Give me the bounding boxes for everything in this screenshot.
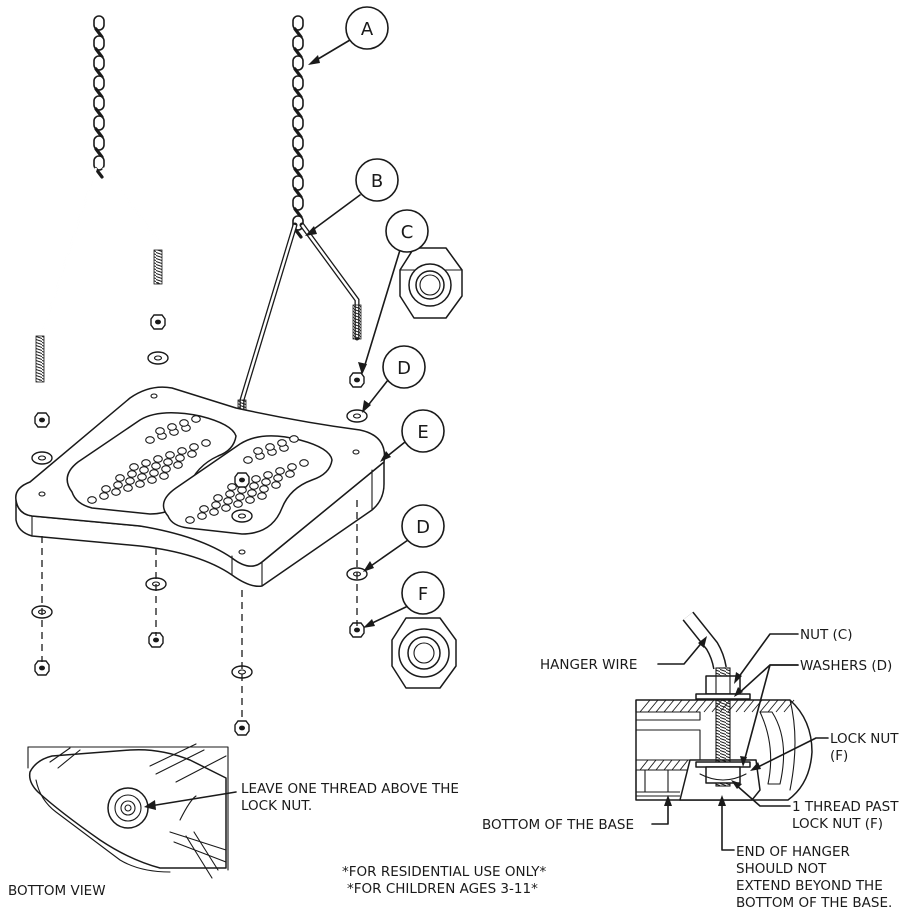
bottom-view-title: BOTTOM VIEW — [8, 883, 106, 899]
bottom-view-inset: LEAVE ONE THREAD ABOVE THE LOCK NUT. BOT… — [8, 743, 459, 899]
label-end-hanger-2: SHOULD NOT — [736, 861, 827, 877]
svg-text:A: A — [361, 19, 374, 40]
svg-text:E: E — [417, 422, 428, 443]
callout-e: E — [380, 409, 445, 462]
usage-note-ages: *FOR CHILDREN AGES 3-11* — [347, 881, 538, 897]
svg-text:D: D — [397, 358, 411, 379]
hardware-exploded — [31, 314, 368, 736]
callout-b: B — [305, 158, 399, 236]
callout-a: A — [308, 6, 389, 65]
hanger-wire-right — [237, 222, 362, 437]
chain-right — [292, 15, 304, 239]
bottom-view-note-line2: LOCK NUT. — [241, 798, 312, 814]
callout-d-top: D — [362, 345, 426, 413]
label-washers-d: WASHERS (D) — [800, 658, 892, 674]
usage-notes: *FOR RESIDENTIAL USE ONLY* *FOR CHILDREN… — [342, 864, 547, 897]
label-hanger-wire: HANGER WIRE — [540, 657, 637, 673]
label-end-hanger-1: END OF HANGER — [736, 844, 850, 860]
svg-text:D: D — [416, 517, 430, 538]
label-end-hanger-4: BOTTOM OF THE BASE. — [736, 895, 892, 911]
label-nut-c: NUT (C) — [800, 627, 852, 643]
lock-nut-f-large — [391, 617, 457, 689]
swing-seat — [15, 386, 386, 588]
svg-text:C: C — [401, 222, 414, 243]
section-detail: NUT (C) HANGER WIRE WASHERS (D) LOCK NUT… — [482, 611, 899, 911]
label-thread-past-1: 1 THREAD PAST — [792, 799, 899, 815]
svg-text:B: B — [371, 171, 383, 192]
label-end-hanger-3: EXTEND BEYOND THE — [736, 878, 883, 894]
usage-note-residential: *FOR RESIDENTIAL USE ONLY* — [342, 864, 547, 880]
callout-f: F — [363, 571, 445, 628]
chain-left — [93, 15, 105, 179]
callout-c: C — [358, 209, 429, 375]
svg-text:F: F — [418, 584, 428, 605]
nut-c-large — [399, 247, 463, 319]
label-lock-nut: LOCK NUT — [830, 731, 899, 747]
callout-d-bottom: D — [363, 504, 445, 572]
label-lock-nut-ref: (F) — [830, 748, 848, 764]
bottom-view-note-line1: LEAVE ONE THREAD ABOVE THE — [241, 781, 459, 797]
hanger-wire-left — [35, 167, 163, 383]
assembly-axis-lines — [41, 500, 358, 722]
label-bottom-of-base: BOTTOM OF THE BASE — [482, 817, 634, 833]
label-thread-past-2: LOCK NUT (F) — [792, 816, 883, 832]
